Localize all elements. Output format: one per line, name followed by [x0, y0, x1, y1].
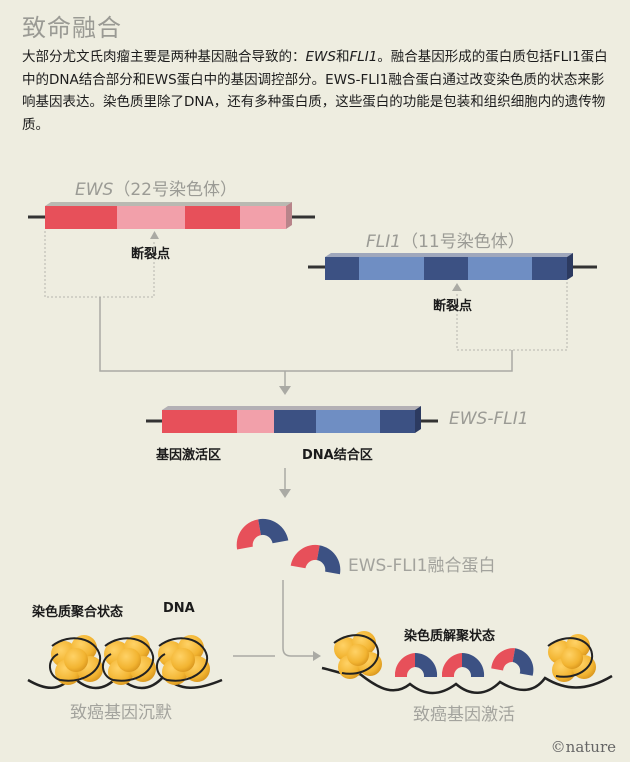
chromatin-connector — [282, 580, 315, 657]
fli1-chromosome-bar — [308, 253, 597, 280]
ews-gene-name: EWS — [75, 180, 114, 200]
intro-gene-ews: EWS — [305, 49, 336, 65]
fusion-gene-label: EWS-FLI1 — [449, 409, 529, 429]
silenced-caption: 致癌基因沉默 — [70, 703, 172, 723]
fli1-breakpoint-label: 断裂点 — [433, 299, 473, 314]
dna-binding-region-label: DNA结合区 — [302, 448, 373, 463]
fusion-protein-label: EWS-FLI1融合蛋白 — [348, 556, 496, 576]
activated-caption: 致癌基因激活 — [413, 705, 515, 725]
page-title: 致命融合 — [22, 14, 122, 42]
fli1-gene-name: FLI1 — [366, 232, 402, 252]
fusion-arrow — [279, 386, 291, 395]
ews-fli1-fusion-bar — [146, 406, 438, 433]
fusion-connector — [99, 297, 513, 388]
fli1-breakpoint-arrow — [452, 283, 462, 291]
nature-credit: ©nature — [550, 738, 616, 756]
fli1-chromosome-label: FLI1（11号染色体） — [366, 227, 525, 252]
open-chromatin — [321, 631, 613, 695]
regulatory-region-label: 基因激活区 — [156, 448, 222, 463]
protein-arrow — [279, 489, 291, 498]
fusion-protein-1 — [236, 518, 289, 550]
intro-text-1: 大部分尤文氏肉瘤主要是两种基因融合导致的： — [22, 49, 306, 65]
closed-chromatin-label: 染色质聚合状态 — [32, 605, 124, 620]
chromatin-arrow — [313, 651, 321, 661]
fusion-protein-2 — [290, 544, 341, 575]
closed-chromatin — [27, 635, 223, 690]
intro-gene-fli1: FLI1 — [349, 49, 378, 65]
ews-chromosome-label: EWS（22号染色体） — [75, 175, 237, 200]
ews-breakpoint-arrow — [150, 231, 159, 239]
intro-paragraph: 大部分尤文氏肉瘤主要是两种基因融合导致的：EWS和FLI1。融合基因形成的蛋白质… — [22, 46, 612, 136]
intro-text-and: 和 — [335, 49, 350, 65]
intro-text-2: 。融合基因形成的蛋白质包括FLI1蛋白中的DNA结合部分和EWS蛋白中的基因调控… — [22, 49, 608, 133]
open-chromatin-label: 染色质解聚状态 — [404, 629, 496, 644]
fli1-chromosome-number: （11号染色体） — [401, 232, 525, 252]
dna-label: DNA — [163, 601, 195, 616]
ews-chromosome-number: （22号染色体） — [113, 180, 237, 200]
ews-chromosome-bar — [28, 202, 315, 229]
ews-breakpoint-label: 断裂点 — [131, 247, 171, 262]
fusion-gene-name: EWS-FLI1 — [449, 409, 529, 429]
